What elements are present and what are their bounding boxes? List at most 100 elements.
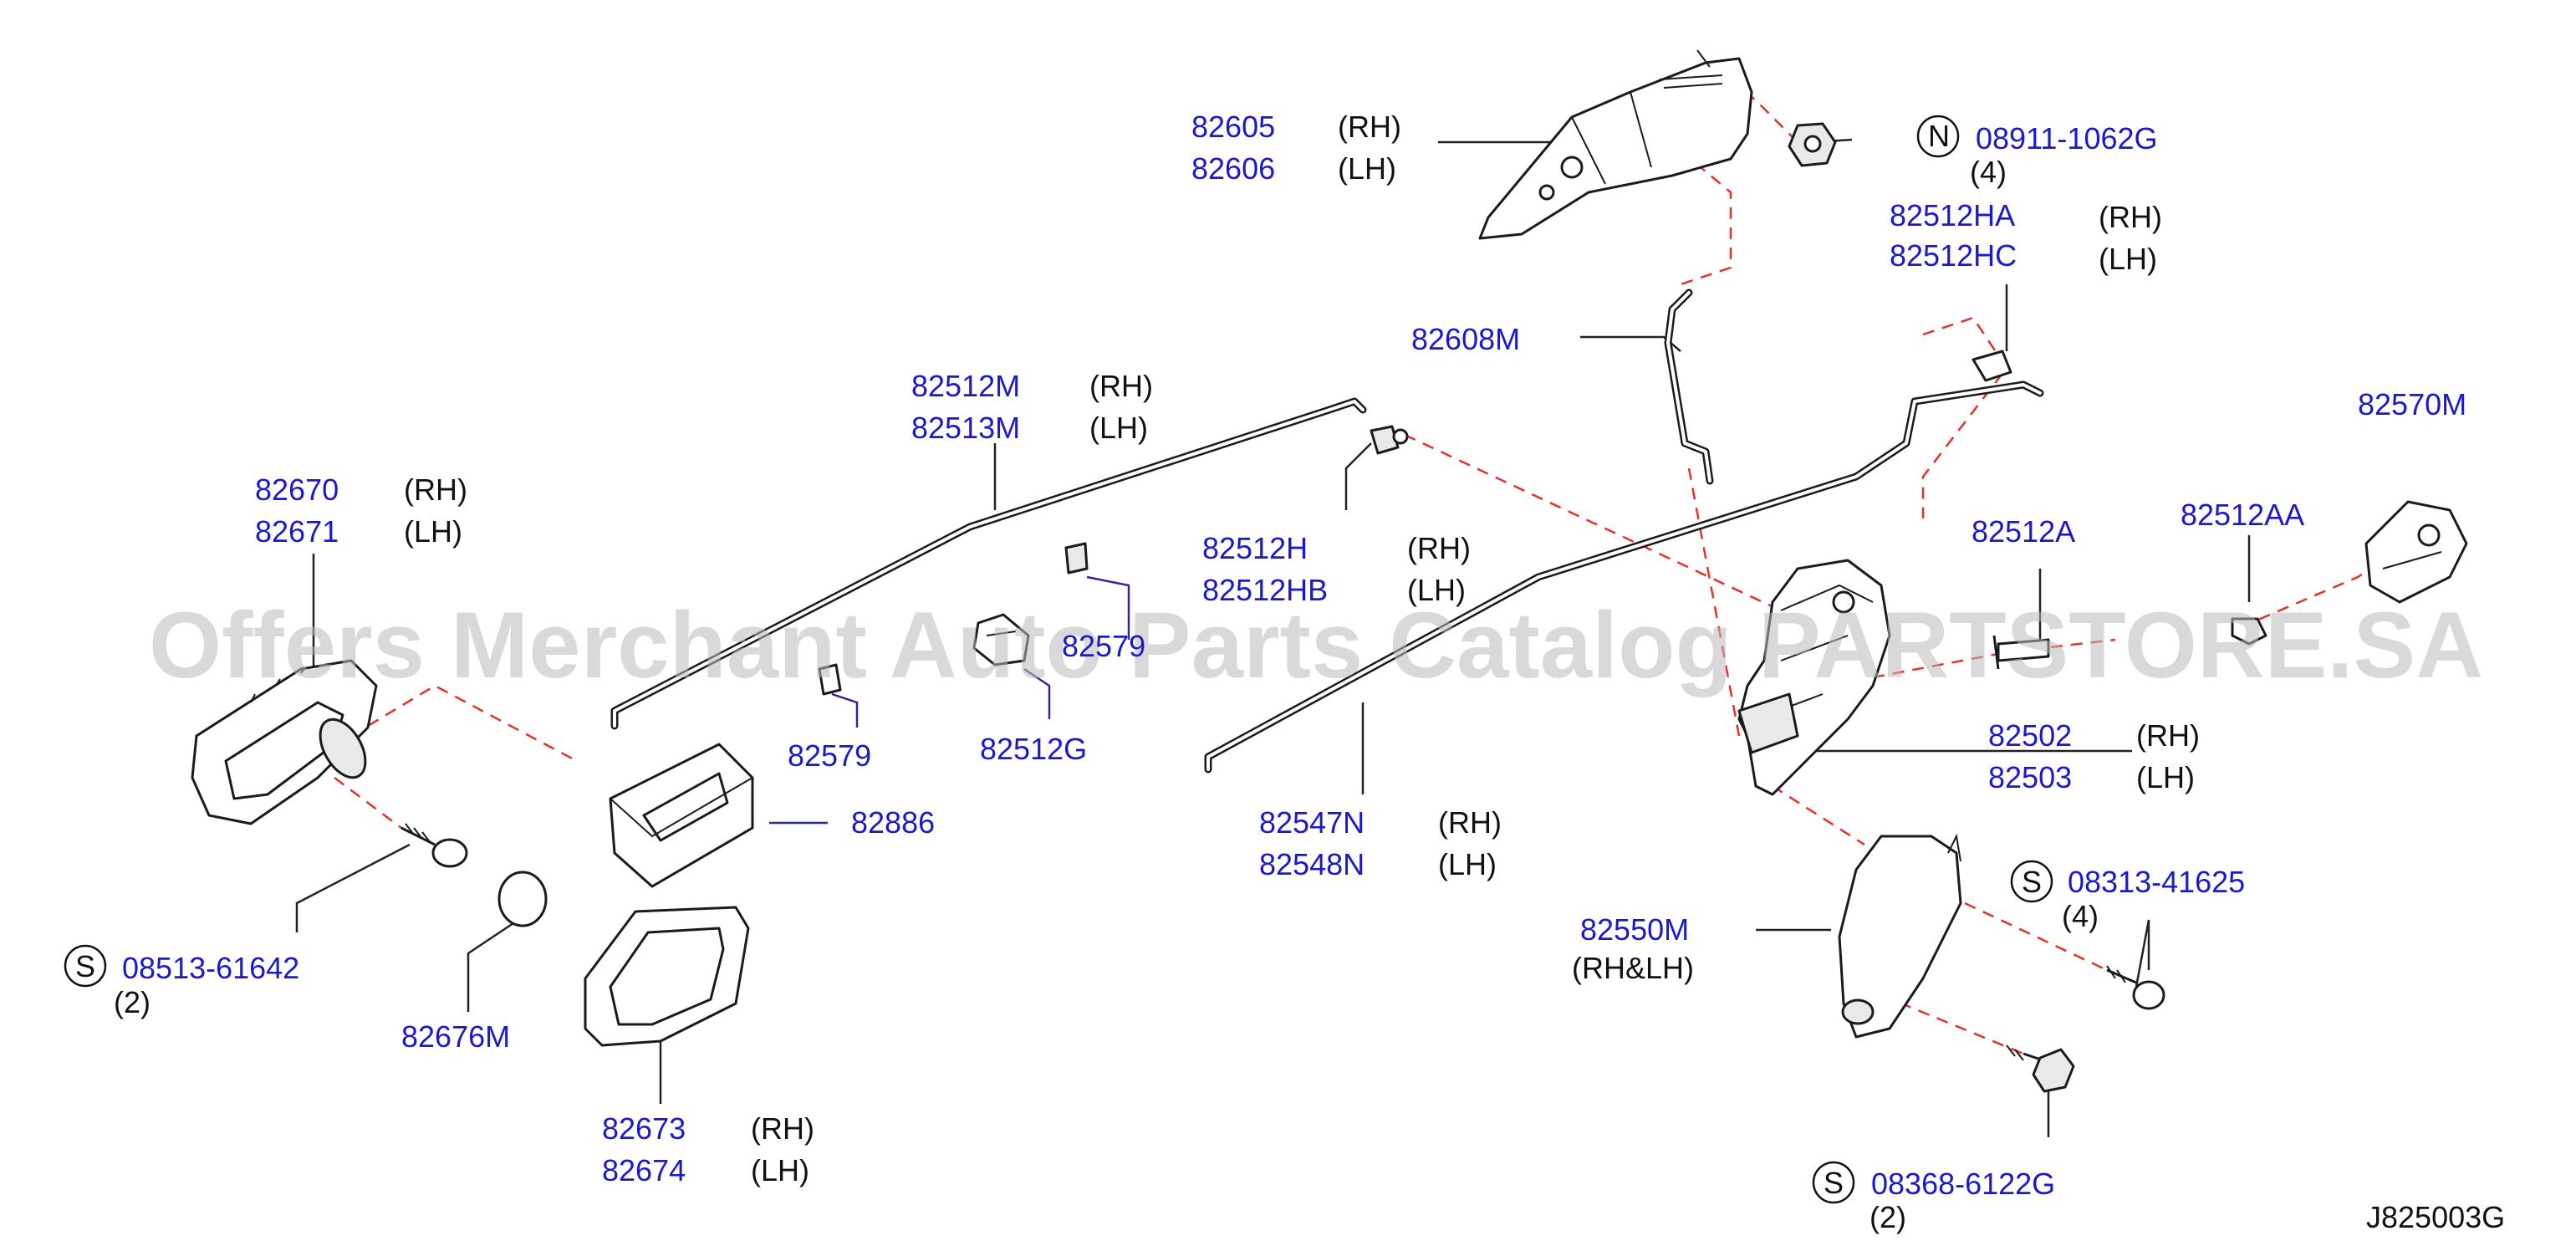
side-label: (RH&LH) [1572, 951, 1694, 985]
callout-82570m[interactable]: 82570M [2358, 387, 2466, 421]
side-label: (RH) [751, 1111, 814, 1146]
callout-82547n[interactable]: 82547N (RH) 82548N (LH) [1259, 805, 1502, 881]
side-label: (RH) [1407, 531, 1471, 565]
screw-08313-part [2106, 965, 2165, 1010]
bolt-08368-part [2006, 1044, 2075, 1093]
part-number[interactable]: 82512G [980, 732, 1087, 766]
rod-82547n [1204, 380, 2044, 774]
nut-part [1788, 122, 1837, 167]
part-number[interactable]: 82579 [788, 738, 871, 773]
quantity: (2) [114, 985, 150, 1019]
symbol-letter: S [1824, 1166, 1844, 1200]
symbol-letter: S [2022, 865, 2042, 899]
bolt-82512a-part [1992, 635, 2050, 670]
part-number[interactable]: 82513M [911, 411, 1020, 445]
part-number[interactable]: 82676M [401, 1019, 510, 1054]
part-number[interactable]: 82512H [1202, 531, 1308, 565]
part-number[interactable]: 82512HC [1890, 238, 2017, 273]
inside-door-handle-part [191, 659, 378, 825]
clip-82512ha-part [1972, 350, 2012, 382]
part-number[interactable]: 82886 [851, 805, 935, 840]
callout-82512g[interactable]: 82512G [980, 732, 1087, 766]
callout-08513[interactable]: S 08513-61642 (2) [64, 944, 299, 1019]
callout-82512aa[interactable]: 82512AA [2181, 498, 2304, 532]
part-number[interactable]: 82671 [255, 514, 339, 549]
part-number[interactable]: 82670 [255, 472, 339, 507]
part-number[interactable]: 82570M [2358, 387, 2466, 421]
part-number[interactable]: 82579 [1062, 629, 1145, 663]
part-number[interactable]: 82608M [1411, 322, 1520, 356]
part-number[interactable]: 82512M [911, 369, 1020, 403]
part-number[interactable]: 82512HB [1202, 573, 1328, 607]
callout-82502[interactable]: 82502 (RH) 82503 (LH) [1988, 718, 2200, 794]
callout-82886[interactable]: 82886 [851, 805, 935, 840]
callout-82512ha[interactable]: 82512HA (RH) 82512HC (LH) [1890, 198, 2162, 276]
quantity: (4) [1970, 155, 2007, 189]
side-label: (LH) [751, 1153, 809, 1187]
cap-82676m-part [497, 871, 548, 927]
part-number[interactable]: 82512A [1972, 514, 2075, 549]
callout-82673[interactable]: 82673 (RH) 82674 (LH) [602, 1111, 814, 1187]
callout-82579-partial[interactable]: 82579 [1062, 629, 1145, 663]
symbol-circle [64, 944, 107, 988]
diagram-id: J825003G [2366, 1200, 2505, 1234]
door-lock-actuator-part [1737, 559, 1891, 796]
symbol-circle [1812, 1161, 1855, 1204]
part-number[interactable]: 82512HA [1890, 198, 2015, 232]
bolt-82512aa-part [2231, 617, 2267, 646]
symbol-circle [2010, 860, 2053, 903]
side-label: (LH) [2136, 760, 2195, 794]
symbol-letter: S [75, 949, 95, 983]
part-number[interactable]: 08313-41625 [2068, 865, 2245, 899]
outside-door-handle-part [1478, 49, 1753, 240]
rods [610, 289, 2044, 774]
watermark-text: Offers Merchant Auto Parts Catalog PARTS… [149, 593, 2483, 697]
callout-08368[interactable]: S 08368-6122G (2) [1812, 1161, 2055, 1234]
side-label: (LH) [1089, 411, 1148, 445]
part-number[interactable]: 08513-61642 [122, 951, 299, 985]
part-number[interactable]: 82550M [1580, 912, 1689, 947]
callout-82550m[interactable]: 82550M (RH&LH) [1572, 912, 1694, 985]
escutcheon-82886-part [609, 743, 754, 888]
part-number[interactable]: 82605 [1191, 110, 1275, 144]
part-number[interactable]: 82673 [602, 1111, 686, 1146]
symbol-circle [1916, 115, 1960, 158]
side-label: (RH) [2136, 718, 2200, 753]
part-number[interactable]: 82503 [1988, 760, 2072, 794]
side-label: (RH) [1338, 110, 1401, 144]
clip-82512h-part [1370, 425, 1409, 455]
callout-82670[interactable]: 82670 (RH) 82671 (LH) [255, 472, 467, 549]
clip-82579-part [818, 663, 842, 696]
callout-82579[interactable]: 82579 [788, 738, 871, 773]
callout-82512m[interactable]: 82512M (RH) 82513M (LH) [911, 369, 1153, 445]
callout-82512h[interactable]: 82512H (RH) 82512HB (LH) [1202, 531, 1471, 607]
callout-08911[interactable]: N 08911-1062G (4) [1916, 115, 2158, 189]
side-label: (LH) [1438, 847, 1497, 881]
part-number[interactable]: 82548N [1259, 847, 1365, 881]
striker-82570m-part [2364, 500, 2468, 604]
part-number[interactable]: 82674 [602, 1153, 686, 1187]
side-label: (RH) [2099, 200, 2162, 234]
side-label: (RH) [1089, 369, 1153, 403]
side-label: (LH) [1338, 151, 1396, 186]
part-number[interactable]: 82547N [1259, 805, 1365, 840]
callout-82605[interactable]: 82605 (RH) 82606 (LH) [1191, 110, 1401, 186]
part-number[interactable]: 82502 [1988, 718, 2072, 753]
clip-82579-part-2 [1064, 542, 1089, 575]
part-number[interactable]: 82606 [1191, 151, 1275, 186]
side-label: (LH) [1407, 573, 1466, 607]
side-label: (RH) [404, 472, 467, 507]
quantity: (4) [2062, 899, 2099, 933]
screw-08513-part [400, 823, 468, 868]
part-number[interactable]: 08368-6122G [1871, 1167, 2055, 1201]
cover-82550m-part [1838, 833, 1962, 1039]
callout-08313[interactable]: S 08313-41625 (4) [2010, 860, 2245, 933]
side-label: (RH) [1438, 805, 1502, 840]
callout-82676m[interactable]: 82676M [401, 1019, 510, 1054]
callout-82512a[interactable]: 82512A [1972, 514, 2075, 549]
part-number[interactable]: 08911-1062G [1976, 121, 2158, 156]
part-number[interactable]: 82512AA [2181, 498, 2304, 532]
side-label: (LH) [2099, 242, 2157, 276]
callout-82608m[interactable]: 82608M [1411, 322, 1520, 356]
